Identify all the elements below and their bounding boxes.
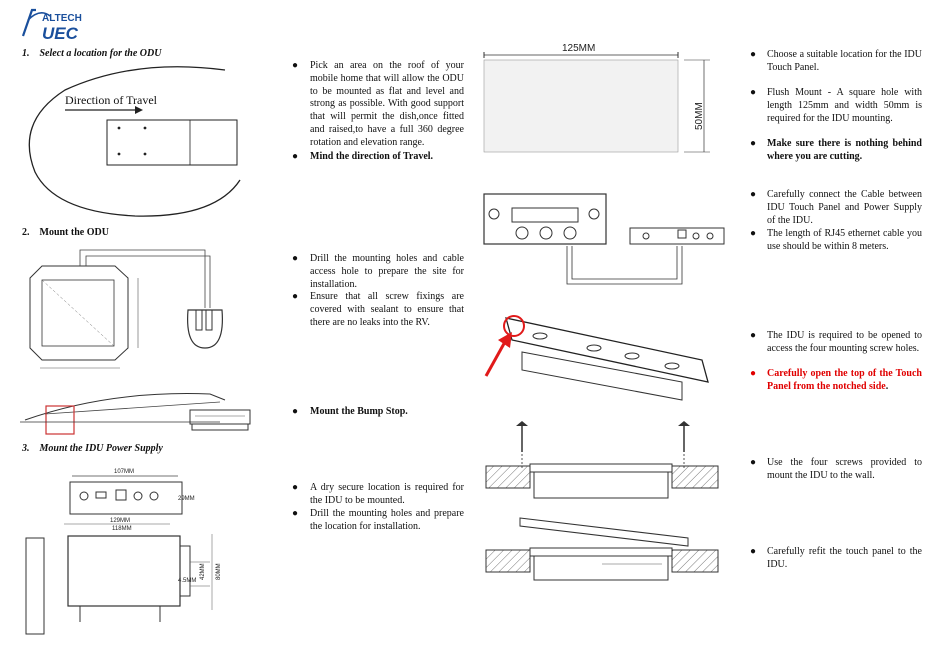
dim-45-label: 4.5MM bbox=[178, 578, 196, 584]
screw-mount-diagram bbox=[482, 418, 722, 508]
brand-logo: ALTECH UEC bbox=[20, 6, 90, 43]
right-bullet-2: ● Flush Mount - A square hole with lengt… bbox=[750, 87, 922, 124]
bullet-icon: ● bbox=[292, 508, 299, 519]
bullet-icon: ● bbox=[750, 87, 757, 98]
odu-mount-diagram bbox=[20, 248, 265, 378]
mid-bullet-2: ● Mind the direction of Travel. bbox=[292, 151, 434, 162]
bullet-icon: ● bbox=[292, 291, 299, 302]
bullet-icon: ● bbox=[750, 189, 757, 200]
step-3-label: Mount the IDU Power Supply bbox=[39, 443, 163, 454]
step-1-heading: 1. Select a location for the ODU bbox=[22, 48, 161, 59]
dim-29-label: 29MM bbox=[178, 496, 195, 502]
dim-80-label: 80MM bbox=[216, 563, 222, 580]
step-2-heading: 2. Mount the ODU bbox=[22, 227, 109, 238]
bullet-icon: ● bbox=[292, 253, 299, 264]
mid-bullet-3: ● Drill the mounting holes and cable acc… bbox=[292, 253, 464, 290]
right-bullet-5: ● The length of RJ45 ethernet cable you … bbox=[750, 228, 922, 252]
bullet-icon: ● bbox=[750, 368, 757, 379]
mid-bullet-5: ● Mount the Bump Stop. bbox=[292, 406, 408, 417]
right-bullet-9: ● Carefully refit the touch panel to the… bbox=[750, 546, 922, 570]
logo-mark-icon: ALTECH UEC bbox=[21, 8, 82, 43]
step-2-number: 2. bbox=[22, 227, 30, 238]
mid-bullet-4: ● Ensure that all screw fixings are cove… bbox=[292, 291, 464, 328]
warning-text-end: . bbox=[885, 380, 889, 392]
step-1-number: 1. bbox=[22, 48, 30, 59]
bump-stop-diagram bbox=[20, 382, 265, 442]
step-1-label: Select a location for the ODU bbox=[39, 48, 162, 59]
cable-connection-diagram bbox=[480, 188, 730, 288]
flush-mount-diagram: 125MM 50MM bbox=[480, 38, 720, 156]
right-bullet-8: ● Use the four screws provided to mount … bbox=[750, 457, 922, 481]
refit-panel-diagram bbox=[482, 512, 722, 592]
bullet-icon: ● bbox=[292, 60, 299, 71]
bullet-icon: ● bbox=[292, 151, 299, 162]
bullet-icon: ● bbox=[292, 406, 299, 417]
dim-107-label: 107MM bbox=[114, 469, 134, 475]
bullet-icon: ● bbox=[750, 228, 757, 239]
mid-bullet-1: ● Pick an area on the roof of your mobil… bbox=[292, 60, 464, 148]
dim-125-label: 125MM bbox=[562, 43, 595, 54]
mid-bullet-6: ● A dry secure location is required for … bbox=[292, 482, 464, 506]
open-panel-diagram bbox=[482, 310, 722, 410]
idu-power-supply-diagram: 107MM 29MM 129MM 118MM 4.5MM 42MM 80MM bbox=[20, 462, 265, 652]
logo-brand-top: ALTECH bbox=[42, 13, 82, 24]
bullet-icon: ● bbox=[750, 546, 757, 557]
right-bullet-1: ● Choose a suitable location for the IDU… bbox=[750, 49, 922, 73]
step-3-heading: 3. Mount the IDU Power Supply bbox=[22, 443, 163, 454]
right-bullet-3: ● Make sure there is nothing behind wher… bbox=[750, 138, 922, 162]
dim-118-label: 118MM bbox=[112, 526, 132, 532]
mid-bullet-7: ● Drill the mounting holes and prepare t… bbox=[292, 508, 464, 532]
step-2-label: Mount the ODU bbox=[39, 227, 109, 238]
logo-brand-bottom: UEC bbox=[42, 24, 79, 42]
dim-129-label: 129MM bbox=[110, 518, 130, 524]
right-bullet-4: ● Carefully connect the Cable between ID… bbox=[750, 189, 922, 226]
bullet-icon: ● bbox=[750, 49, 757, 60]
bullet-icon: ● bbox=[750, 457, 757, 468]
warning-text: Carefully open the top of the Touch Pane… bbox=[767, 368, 922, 392]
dim-50-label: 50MM bbox=[694, 102, 705, 130]
direction-of-travel-label: Direction of Travel bbox=[65, 93, 158, 107]
right-bullet-7: ● Carefully open the top of the Touch Pa… bbox=[750, 368, 922, 394]
bullet-icon: ● bbox=[292, 482, 299, 493]
right-bullet-6: ● The IDU is required to be opened to ac… bbox=[750, 330, 922, 354]
dim-42-label: 42MM bbox=[200, 563, 206, 580]
odu-location-diagram: Direction of Travel bbox=[25, 62, 265, 222]
bullet-icon: ● bbox=[750, 138, 757, 149]
step-3-number: 3. bbox=[22, 443, 30, 454]
bullet-icon: ● bbox=[750, 330, 757, 341]
